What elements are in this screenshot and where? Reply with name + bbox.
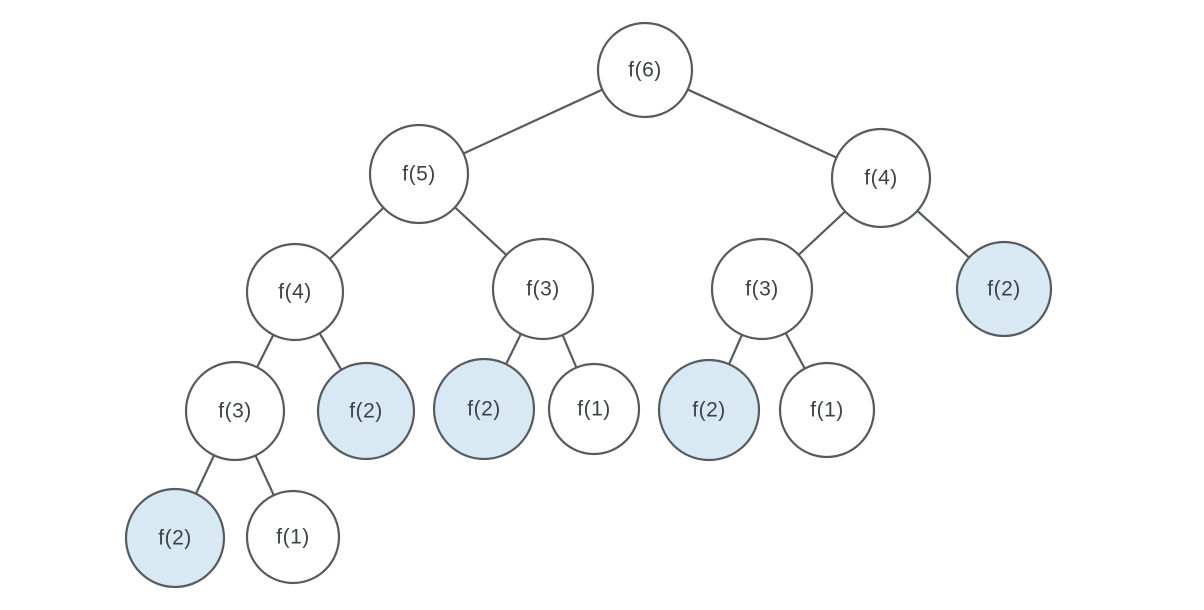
tree-node-n3-f4: f(4) xyxy=(245,242,345,342)
node-circle xyxy=(596,21,694,119)
tree-node-n6-f2: f(2) xyxy=(955,240,1053,338)
tree-node-n4-f3: f(3) xyxy=(491,237,595,341)
tree-node-n8-f2: f(2) xyxy=(316,361,416,461)
tree-node-n14-f1: f(1) xyxy=(245,489,341,585)
tree-node-n7-f3: f(3) xyxy=(184,360,286,462)
node-circle-highlighted xyxy=(124,487,226,589)
tree-node-n5-f3: f(3) xyxy=(710,237,814,341)
node-label: f(3) xyxy=(745,278,779,301)
node-label: f(3) xyxy=(526,278,560,301)
tree-node-n0-f6: f(6) xyxy=(596,21,694,119)
node-circle-highlighted xyxy=(657,358,761,462)
node-label: f(1) xyxy=(276,526,310,549)
node-circle xyxy=(245,489,341,585)
tree-node-n2-f4: f(4) xyxy=(830,127,932,229)
node-label: f(1) xyxy=(577,398,611,421)
tree-node-n10-f1: f(1) xyxy=(547,362,641,456)
node-layer: f(6) f(5) f(4) f(4) f(3) f(3) f(2) f(3) f(2) f(2)… xyxy=(124,21,1053,589)
node-label: f(2) xyxy=(467,398,501,421)
node-label: f(2) xyxy=(987,278,1021,301)
node-label: f(2) xyxy=(349,400,383,423)
tree-node-n11-f2: f(2) xyxy=(657,358,761,462)
node-label: f(4) xyxy=(278,281,312,304)
node-label: f(2) xyxy=(692,399,726,422)
node-circle-highlighted xyxy=(955,240,1053,338)
node-circle xyxy=(710,237,814,341)
tree-node-n9-f2: f(2) xyxy=(432,357,536,461)
tree-node-n1-f5: f(5) xyxy=(368,123,470,225)
node-circle xyxy=(830,127,932,229)
tree-node-n12-f1: f(1) xyxy=(778,361,876,459)
node-circle xyxy=(368,123,470,225)
node-circle-highlighted xyxy=(316,361,416,461)
tree-node-n13-f2: f(2) xyxy=(124,487,226,589)
node-circle xyxy=(184,360,286,462)
node-circle-highlighted xyxy=(432,357,536,461)
node-circle xyxy=(778,361,876,459)
node-label: f(3) xyxy=(218,400,252,423)
node-label: f(5) xyxy=(402,163,436,186)
node-label: f(4) xyxy=(864,167,898,190)
node-label: f(6) xyxy=(628,59,662,82)
node-label: f(2) xyxy=(158,527,192,550)
node-circle xyxy=(245,242,345,342)
node-circle xyxy=(547,362,641,456)
node-circle xyxy=(491,237,595,341)
node-label: f(1) xyxy=(810,399,844,422)
